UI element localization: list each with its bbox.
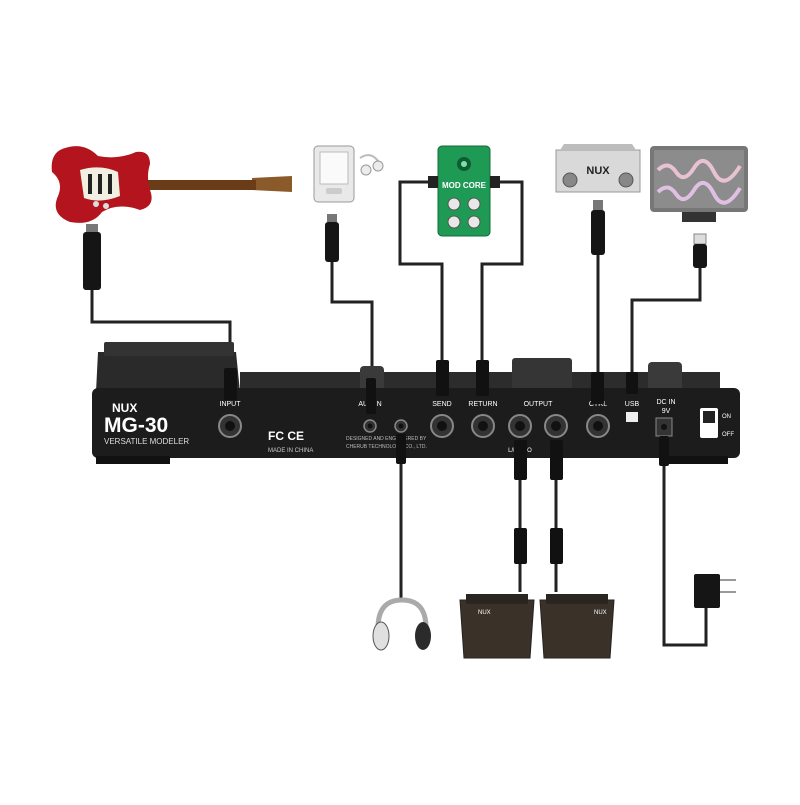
plug-input (224, 368, 237, 400)
dual-footswitch: NUX (555, 144, 641, 193)
monitor-speaker-left: NUX (459, 594, 535, 659)
switch-label-off: OFF (722, 432, 734, 438)
switch-label-on: ON (722, 414, 731, 420)
cable-plug-right-lower (550, 528, 563, 564)
output-left-jack[interactable] (508, 414, 532, 438)
cable-computer-usb (630, 268, 702, 372)
monitor-left-brand: NUX (478, 610, 491, 616)
output-right-jack[interactable] (544, 414, 568, 438)
headphones (372, 597, 431, 651)
usb-port[interactable] (626, 412, 638, 422)
plug-send (436, 360, 449, 396)
port-label-input: INPUT (220, 401, 242, 408)
plug-usb (626, 372, 638, 394)
effect-pedal: MOD CORE (428, 145, 500, 237)
monitor-right-brand: NUX (594, 610, 607, 616)
usb-cable-plug (693, 233, 707, 268)
port-label-volt: 9V (662, 408, 671, 415)
aux-in-jack[interactable] (363, 419, 377, 433)
input-jack[interactable] (218, 414, 242, 438)
footswitch-cable-plug (591, 200, 605, 255)
cable-plug-left-lower (514, 528, 527, 564)
designer-text: DESIGNED AND ENGINEERED BY (346, 436, 427, 442)
plug-return (476, 360, 489, 396)
model-name: MG-30 (104, 414, 168, 437)
send-jack[interactable] (430, 414, 454, 438)
audio-player (313, 145, 384, 203)
computer-monitor (650, 146, 748, 222)
power-switch[interactable] (700, 408, 718, 438)
electric-guitar (51, 146, 292, 223)
footswitch-brand: NUX (586, 165, 610, 177)
cable-power (662, 440, 708, 647)
plug-ctrl (591, 372, 604, 404)
monitor-speaker-right: NUX (539, 594, 615, 659)
mg30-unit: NUX MG-30 VERSATILE MODELER FC CE MADE I… (92, 342, 740, 480)
return-jack[interactable] (471, 414, 495, 438)
dc-in-jack[interactable] (655, 417, 673, 437)
port-label-send: SEND (432, 401, 451, 408)
cable-pedal-return (480, 180, 524, 375)
company-text: CHERUB TECHNOLOGY CO., LTD. (346, 444, 427, 450)
brand-logo: NUX (112, 401, 137, 415)
plug-dc (659, 436, 669, 466)
phones-jack[interactable] (394, 419, 408, 433)
model-subtitle: VERSATILE MODELER (104, 437, 189, 446)
player-cable-plug (325, 214, 339, 262)
cables (90, 180, 708, 647)
certifications: FC CE (268, 429, 304, 443)
plug-out-right (550, 440, 563, 480)
ctrl-jack[interactable] (586, 414, 610, 438)
port-label-output: OUTPUT (524, 401, 554, 408)
port-label-return: RETURN (468, 401, 497, 408)
power-adapter (694, 574, 736, 608)
plug-aux (366, 378, 376, 414)
port-label-dc: DC IN (656, 399, 675, 406)
rear-panel (92, 388, 740, 458)
cable-player-aux (330, 262, 374, 378)
pedal-label: MOD CORE (442, 181, 487, 190)
port-label-usb: USB (625, 401, 640, 408)
port-label-ctrl: CTRL (589, 401, 607, 408)
cable-send-pedal (398, 180, 444, 375)
plug-phones (396, 434, 406, 464)
made-in: MADE IN CHINA (268, 448, 313, 454)
guitar-cable-plug (83, 224, 101, 290)
plug-out-left (514, 440, 527, 480)
